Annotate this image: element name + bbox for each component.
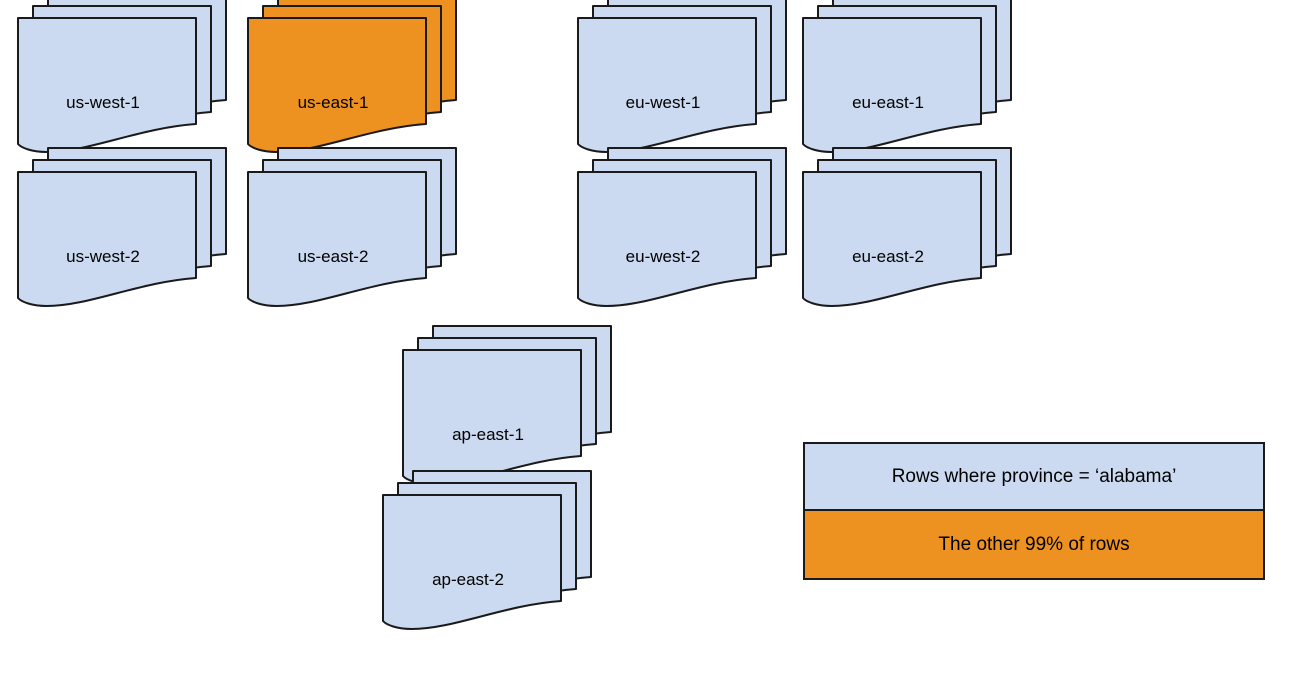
- stack-sheet-front: [577, 171, 757, 307]
- document-stack-us-west-2[interactable]: [17, 147, 227, 307]
- document-stack-us-east-2[interactable]: [247, 147, 457, 307]
- document-stack-eu-west-1[interactable]: [577, 0, 787, 153]
- stack-sheet-front: [382, 494, 562, 630]
- document-stack-us-east-1[interactable]: [247, 0, 457, 153]
- legend-row-blue: Rows where province = ‘alabama’: [803, 442, 1265, 511]
- legend-row-orange: The other 99% of rows: [803, 511, 1265, 580]
- document-stack-ap-east-2[interactable]: [382, 470, 592, 630]
- document-stack-ap-east-1[interactable]: [402, 325, 612, 485]
- stack-sheet-front: [577, 17, 757, 153]
- legend-row-orange-label: The other 99% of rows: [938, 533, 1130, 555]
- stack-sheet-front: [247, 171, 427, 307]
- document-stack-eu-east-1[interactable]: [802, 0, 1012, 153]
- document-stack-eu-west-2[interactable]: [577, 147, 787, 307]
- stack-sheet-front: [17, 171, 197, 307]
- document-stack-eu-east-2[interactable]: [802, 147, 1012, 307]
- legend-row-blue-label: Rows where province = ‘alabama’: [891, 465, 1177, 487]
- stack-sheet-front: [402, 349, 582, 485]
- stack-sheet-front: [17, 17, 197, 153]
- stack-sheet-front: [802, 17, 982, 153]
- stack-sheet-front: [802, 171, 982, 307]
- document-stack-us-west-1[interactable]: [17, 0, 227, 153]
- stack-sheet-front: [247, 17, 427, 153]
